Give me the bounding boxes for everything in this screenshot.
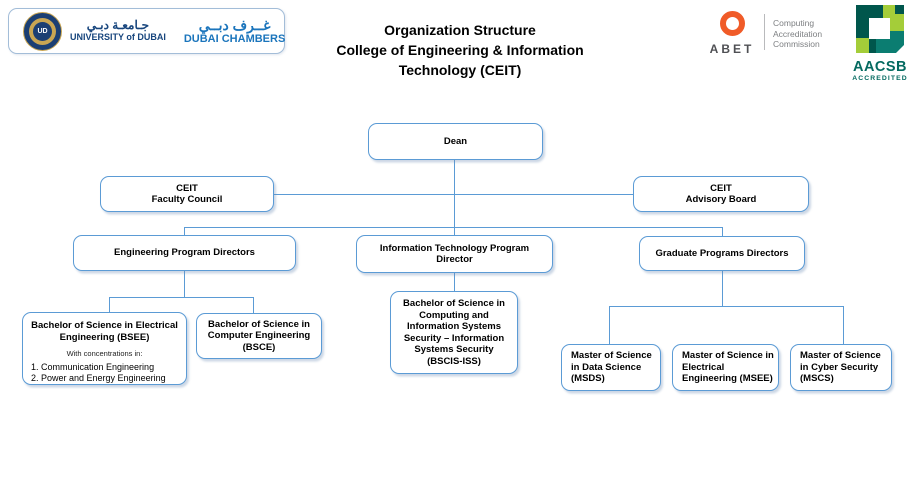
abet-wordmark-block: ABET bbox=[706, 10, 758, 56]
node-msds-label: Master of Science in Data Science (MSDS) bbox=[571, 350, 652, 385]
university-arabic-name: جـامعـة دبـي bbox=[86, 18, 150, 32]
node-msee: Master of Science in Electrical Engineer… bbox=[672, 344, 779, 391]
abet-wordmark: ABET bbox=[709, 42, 755, 56]
node-bsee-title: Bachelor of Science in Electrical Engine… bbox=[31, 320, 178, 343]
node-mscs: Master of Science in Cyber Security (MSC… bbox=[790, 344, 892, 391]
connector-eng-branch bbox=[109, 297, 253, 299]
abet-commission-line2: Accreditation bbox=[773, 28, 823, 39]
node-msee-label: Master of Science in Electrical Engineer… bbox=[682, 350, 774, 385]
node-graduate-directors-label: Graduate Programs Directors bbox=[655, 247, 789, 259]
abet-commission-line3: Commission bbox=[773, 39, 820, 49]
node-faculty-council: CEIT Faculty Council bbox=[100, 176, 274, 212]
dubai-chambers-block: غــرف دبــي DUBAI CHAMBERS bbox=[183, 16, 286, 45]
seal-gold-ring: UD bbox=[29, 17, 56, 45]
node-bsee: Bachelor of Science in Electrical Engine… bbox=[22, 312, 187, 385]
node-engineering-directors-label: Engineering Program Directors bbox=[114, 247, 255, 259]
connector-eng-down bbox=[184, 271, 186, 297]
chambers-arabic-name: غــرف دبــي bbox=[198, 16, 271, 33]
page-title-line1: Organization Structure bbox=[384, 22, 536, 38]
connector-grad-down bbox=[722, 271, 724, 306]
node-dean: Dean bbox=[368, 123, 543, 160]
connector-bsee-drop bbox=[109, 297, 111, 312]
page-title-line3: Technology (CEIT) bbox=[398, 62, 522, 78]
connector-council-board bbox=[274, 194, 633, 196]
university-seal-icon: UD bbox=[23, 11, 62, 51]
node-it-director-label: Information Technology Program Director bbox=[379, 242, 530, 266]
node-bsee-note: With concentrations in: bbox=[66, 349, 143, 358]
node-advisory-board-label: CEIT Advisory Board bbox=[685, 182, 757, 206]
connector-directors-branch bbox=[184, 227, 722, 229]
node-bsee-concentrations: 1. Communication Engineering 2. Power an… bbox=[29, 362, 166, 384]
node-bsee-concentration-1: 1. Communication Engineering bbox=[31, 361, 155, 372]
page-title-line2: College of Engineering & Information bbox=[336, 42, 584, 58]
node-it-director: Information Technology Program Director bbox=[356, 235, 553, 273]
node-mscs-label: Master of Science in Cyber Security (MSC… bbox=[800, 350, 881, 385]
university-of-dubai-logo: UD جـامعـة دبـي UNIVERSITY of DUBAI غــر… bbox=[8, 8, 285, 54]
node-dean-label: Dean bbox=[443, 135, 468, 147]
connector-mscs-drop bbox=[843, 306, 845, 344]
aacsb-pinwheel-icon bbox=[856, 5, 904, 53]
node-bscis-label: Bachelor of Science in Computing and Inf… bbox=[403, 298, 505, 367]
page-title: Organization Structure College of Engine… bbox=[290, 20, 630, 80]
aacsb-logo: AACSB ACCREDITED bbox=[852, 5, 908, 83]
chambers-english-name: DUBAI CHAMBERS bbox=[183, 32, 286, 45]
node-graduate-directors: Graduate Programs Directors bbox=[639, 236, 805, 271]
node-advisory-board: CEIT Advisory Board bbox=[633, 176, 809, 212]
connector-eng-top bbox=[184, 227, 186, 236]
connector-grad-top bbox=[722, 227, 724, 237]
abet-divider bbox=[764, 14, 765, 50]
university-name-block: جـامعـة دبـي UNIVERSITY of DUBAI bbox=[70, 19, 166, 43]
aacsb-wordmark: AACSB bbox=[852, 59, 908, 75]
university-english-name: UNIVERSITY of DUBAI bbox=[70, 32, 166, 42]
node-bsce: Bachelor of Science in Computer Engineer… bbox=[196, 313, 322, 359]
node-faculty-council-label: CEIT Faculty Council bbox=[151, 182, 223, 206]
connector-dean-down bbox=[454, 160, 456, 235]
node-engineering-directors: Engineering Program Directors bbox=[73, 235, 296, 271]
connector-bsce-drop bbox=[253, 297, 255, 313]
connector-it-down bbox=[454, 273, 456, 291]
abet-logo: ABET Computing Accreditation Commission bbox=[706, 10, 822, 56]
node-bsee-concentration-2: 2. Power and Energy Engineering bbox=[31, 372, 166, 383]
node-bsce-label: Bachelor of Science in Computer Engineer… bbox=[207, 318, 311, 353]
abet-ring-icon bbox=[719, 11, 745, 36]
aacsb-accredited-label: ACCREDITED bbox=[852, 75, 908, 82]
connector-grad-branch bbox=[609, 306, 843, 308]
node-msds: Master of Science in Data Science (MSDS) bbox=[561, 344, 661, 391]
connector-msds-drop bbox=[609, 306, 611, 344]
seal-monogram: UD bbox=[33, 21, 52, 41]
abet-commission-line1: Computing bbox=[773, 18, 815, 28]
abet-commission-label: Computing Accreditation Commission bbox=[773, 10, 822, 50]
node-bscis: Bachelor of Science in Computing and Inf… bbox=[390, 291, 518, 374]
